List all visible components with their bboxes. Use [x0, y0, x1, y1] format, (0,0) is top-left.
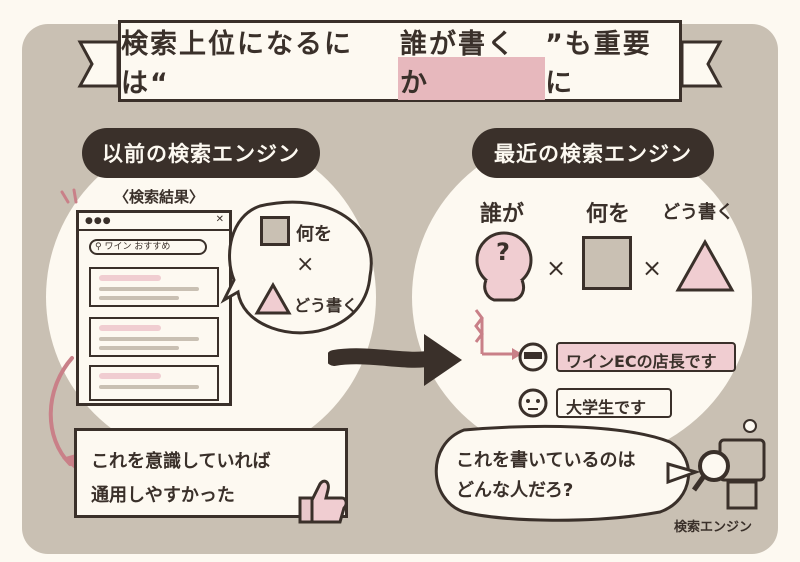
title-suffix: ”も重要に — [545, 29, 652, 99]
author-1-label: ワインECの店長です — [566, 352, 717, 371]
engine-line1: これを書いているのは — [456, 450, 636, 471]
how-triangle-icon — [254, 282, 292, 315]
branch-arrow-icon — [474, 309, 522, 360]
author-2-label: 大学生です — [566, 398, 647, 417]
bubble-times: × — [296, 252, 315, 277]
title-banner: 検索上位になるには“ 誰が書くか ”も重要に — [118, 20, 682, 102]
result-item — [89, 317, 219, 357]
times-1: × — [546, 254, 567, 282]
result-item — [89, 267, 219, 307]
how-label: どう書く — [662, 202, 734, 223]
what-square-icon — [260, 216, 290, 246]
search-engine-robot-icon — [691, 419, 766, 510]
person-icon — [475, 231, 533, 302]
student-avatar-icon — [518, 388, 548, 418]
callout-line1: これを意識していれば — [91, 451, 271, 472]
author-badge: ワインECの店長です — [556, 342, 736, 372]
what-square-icon — [582, 236, 632, 290]
what-label: 何を — [586, 202, 631, 227]
search-icon: ⚲ — [95, 242, 102, 252]
who-label: 誰が — [480, 202, 525, 227]
window-dots-icon: ●●● — [85, 216, 112, 226]
bubble-how: どう書く — [294, 296, 359, 315]
ribbon-left — [77, 40, 120, 88]
engine-line2: どんな人だろ? — [456, 480, 574, 501]
search-box: ⚲ ワイン おすすめ — [89, 239, 207, 255]
sparkle-icon — [60, 188, 78, 204]
left-header: 以前の検索エンジン — [82, 128, 320, 178]
search-query: ワイン おすすめ — [104, 242, 171, 252]
bubble-what: 何を — [296, 224, 332, 245]
ribbon-right — [680, 40, 723, 88]
title-prefix: 検索上位になるには“ — [121, 29, 353, 99]
close-icon: ✕ — [215, 214, 224, 225]
results-label: 〈検索結果〉 — [114, 188, 205, 206]
result-item — [89, 365, 219, 401]
right-header: 最近の検索エンジン — [472, 128, 714, 178]
times-2: × — [642, 254, 663, 282]
callout-line2: 通用しやすかった — [91, 485, 235, 506]
search-results-window: ●●● ✕ ⚲ ワイン おすすめ — [76, 210, 232, 406]
author-badge: 大学生です — [556, 388, 672, 418]
question-mark: ? — [496, 238, 510, 266]
title-highlight: 誰が書くか — [398, 22, 546, 100]
thumbs-up-icon — [298, 479, 348, 524]
transition-arrow-icon — [328, 334, 462, 386]
curved-arrow-icon — [48, 356, 76, 470]
engine-label: 検索エンジン — [674, 520, 753, 535]
engine-speech-bubble — [434, 424, 700, 522]
how-triangle-icon — [675, 238, 735, 292]
window-titlebar: ●●● ✕ — [79, 213, 229, 231]
shop-owner-avatar-icon — [518, 342, 548, 372]
